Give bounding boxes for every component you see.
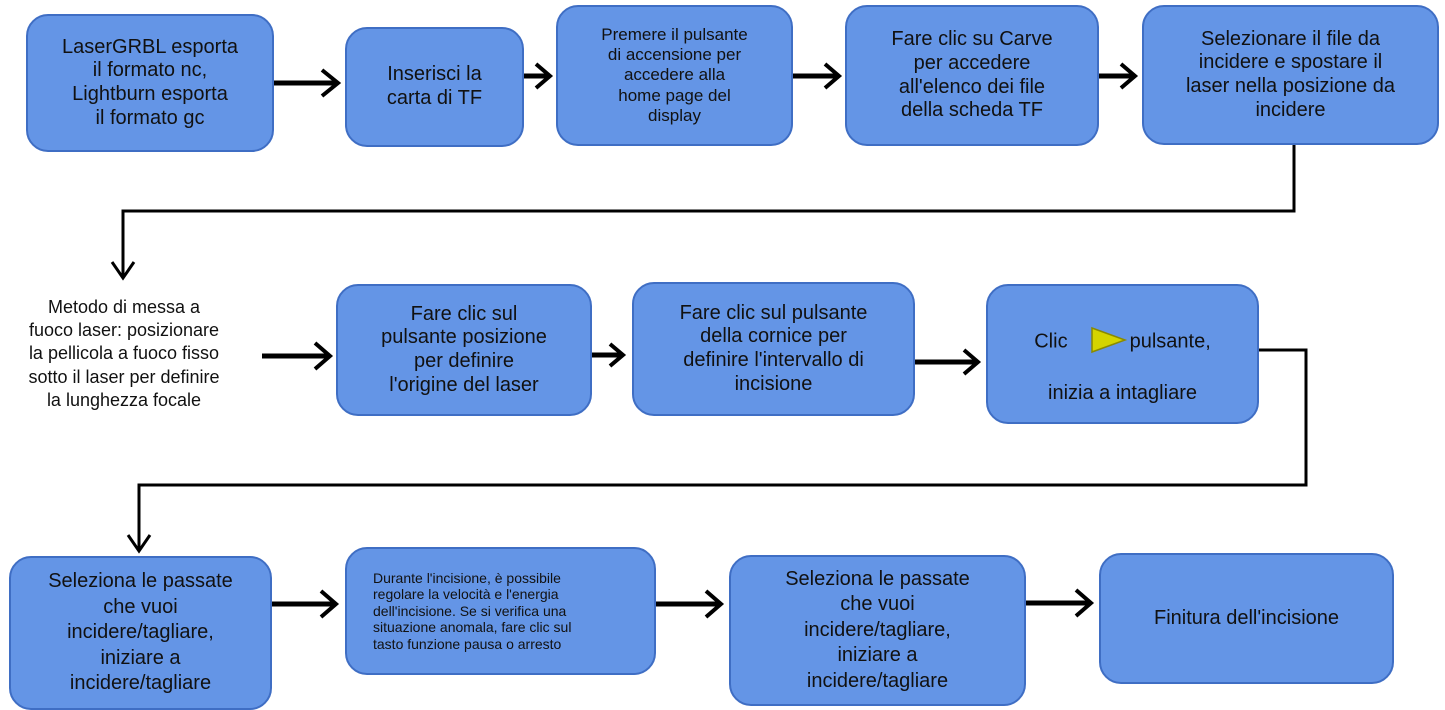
- arrow-s1-to-s2: [274, 68, 342, 98]
- step-define-frame-range: Fare clic sul pulsante della cornice per…: [632, 282, 915, 416]
- step-select-passes-1: Seleziona le passate che vuoi incidere/t…: [9, 556, 272, 710]
- arrow-s10-to-s11: [656, 589, 725, 619]
- clic-suffix: pulsante,: [1129, 330, 1211, 353]
- arrow-s9-to-s10: [272, 589, 340, 619]
- step-click-play-start: Clic pulsante, inizia a intagliare: [986, 284, 1259, 424]
- arrow-s6-to-s7: [592, 342, 627, 368]
- arrow-s7-to-s8: [915, 348, 982, 376]
- step-click-play-text: Clic pulsante, inizia a intagliare: [1034, 279, 1211, 429]
- arrow-s4-to-s5: [1099, 62, 1139, 90]
- arrow-s11-to-s12: [1026, 588, 1095, 618]
- step-export-format: LaserGRBL esporta il formato nc, Lightbu…: [26, 14, 274, 152]
- connector-s8-to-s9: [126, 348, 1308, 554]
- focus-method-note: Metodo di messa a fuoco laser: posiziona…: [28, 297, 220, 410]
- step-insert-tf-card: Inserisci la carta di TF: [345, 27, 524, 147]
- clic-line2: inizia a intagliare: [1048, 381, 1197, 404]
- clic-prefix: Clic: [1034, 330, 1068, 353]
- arrow-s2-to-s3: [524, 62, 554, 90]
- step-select-passes-2: Seleziona le passate che vuoi incidere/t…: [729, 555, 1026, 706]
- step-finish-engraving: Finitura dell'incisione: [1099, 553, 1394, 684]
- step-power-on-display: Premere il pulsante di accensione per ac…: [556, 5, 793, 146]
- connector-s5-to-focus-note: [110, 144, 1296, 281]
- step-set-laser-origin: Fare clic sul pulsante posizione per def…: [336, 284, 592, 416]
- step-adjust-during-engraving: Durante l'incisione, è possibile regolar…: [345, 547, 656, 675]
- arrow-s3-to-s4: [793, 62, 843, 90]
- play-triangle-icon: [1090, 327, 1127, 354]
- step-select-file-position: Selezionare il file da incidere e sposta…: [1142, 5, 1439, 145]
- arrow-focus-to-s6: [262, 341, 334, 371]
- step-open-carve-files: Fare clic su Carve per accedere all'elen…: [845, 5, 1099, 146]
